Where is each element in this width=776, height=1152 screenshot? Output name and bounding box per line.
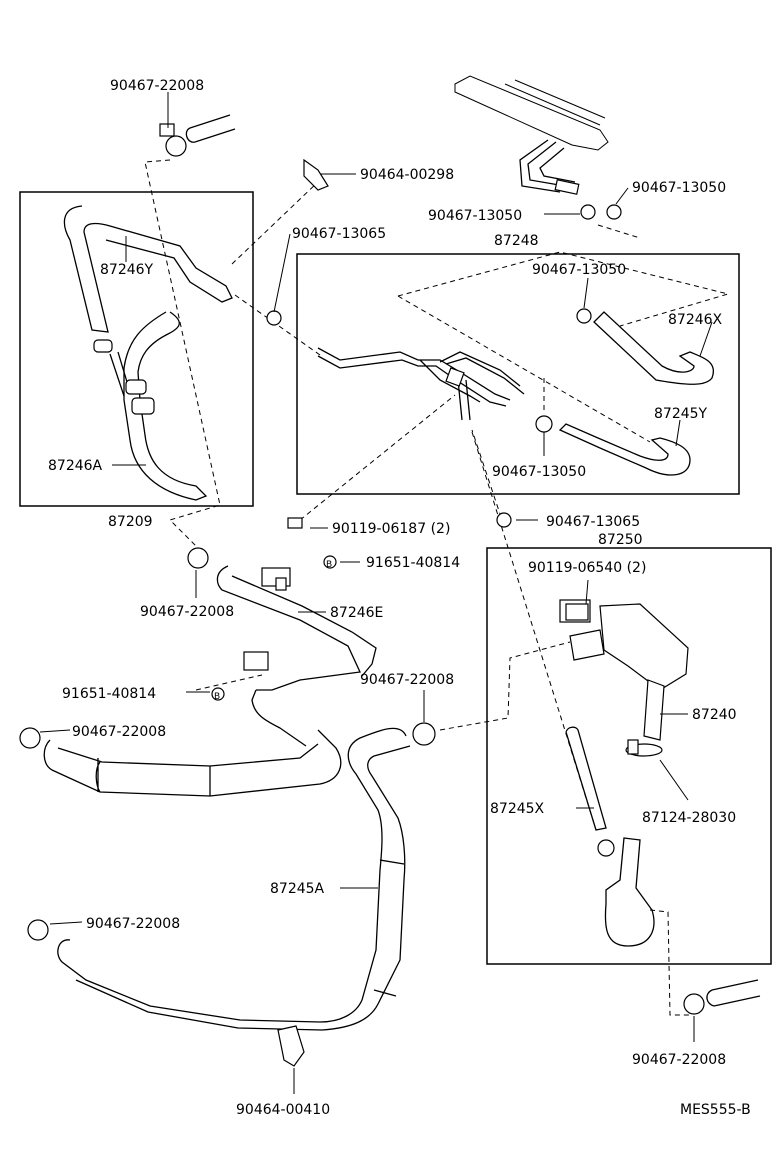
clamp-icon — [93, 339, 155, 415]
hose-sleeve-87245a — [373, 859, 405, 997]
pipe-stub-bottom-right — [706, 979, 761, 1007]
clamp-87124 — [625, 739, 663, 757]
label-hose-87246x: 87246X — [668, 312, 723, 328]
hose-87245a — [57, 727, 411, 1031]
label-clamp-bottom-left: 90467-22008 — [86, 916, 180, 932]
label-clamp-center: 90467-22008 — [360, 672, 454, 688]
hard-pipe-87248 — [317, 347, 525, 421]
label-clamp-hose-left: 90467-22008 — [72, 724, 166, 740]
label-clamp-bottom-right: 90467-22008 — [632, 1052, 726, 1068]
hose-87246y — [63, 205, 233, 333]
label-hose-87245a: 87245A — [270, 881, 325, 897]
leader-lines — [39, 92, 713, 1094]
group-box-87250 — [486, 547, 772, 965]
label-valve-87240: 87240 — [692, 707, 737, 723]
label-clamp-87124: 87124-28030 — [642, 810, 736, 826]
label-hose-87246e: 87246E — [330, 605, 383, 621]
label-grommet-lower: 91651-40814 — [62, 686, 156, 702]
label-group-87209: 87209 — [108, 514, 153, 530]
pipe-stub-top — [185, 114, 236, 143]
clip-bottom-icon — [277, 1025, 305, 1067]
pipe-fitting — [445, 367, 465, 387]
grommet-marker: B — [326, 560, 332, 570]
group-box-87248 — [296, 253, 740, 495]
hose-sleeve-left — [95, 758, 211, 796]
clamp-icon — [19, 123, 705, 1015]
label-clamp-upper-right: 90467-13050 — [632, 180, 726, 196]
label-clip-bottom: 90464-00410 — [236, 1102, 330, 1118]
label-clamp-top-left: 90467-22008 — [110, 78, 204, 94]
label-hose-87246a: 87246A — [48, 458, 103, 474]
label-clamp-left-mid: 90467-13065 — [292, 226, 386, 242]
hose-87246x — [593, 311, 715, 385]
label-bolt-90119-06540: 90119-06540 (2) — [528, 560, 646, 576]
hose-87246a — [123, 311, 208, 501]
label-clip-top: 90464-00298 — [360, 167, 454, 183]
label-group-87248: 87248 — [494, 233, 539, 249]
bracket-icon — [243, 567, 291, 671]
label-clamp-box-upper: 90467-13050 — [532, 262, 626, 278]
label-grommet-upper: 91651-40814 — [366, 555, 460, 571]
hose-87245x — [565, 726, 607, 831]
label-clamp-box-lower: 90467-13050 — [492, 464, 586, 480]
group-box-87209 — [19, 191, 254, 507]
label-clamp-lower-mid: 90467-13065 — [546, 514, 640, 530]
label-group-87250: 87250 — [598, 532, 643, 548]
bolt-icon — [287, 517, 589, 621]
label-hose-87245y: 87245Y — [654, 406, 708, 422]
grommet-icon — [211, 555, 337, 701]
hose-87245y — [558, 423, 691, 476]
label-hose-87246y: 87246Y — [100, 262, 154, 278]
label-clamp-upper-mid: 90467-13050 — [428, 208, 522, 224]
water-valve-87240 — [559, 599, 689, 741]
grommet-marker: B — [214, 692, 220, 702]
label-clamp-left-87209: 90467-22008 — [140, 604, 234, 620]
label-hose-87245x: 87245X — [490, 801, 545, 817]
diagram-code: MES555-B — [680, 1102, 751, 1118]
engine-pipe-assembly — [454, 75, 609, 195]
label-bolt-90119-06187: 90119-06187 (2) — [332, 521, 450, 537]
hose-87246e — [216, 565, 377, 747]
assembly-dashed-lines — [144, 159, 730, 1016]
hose-87250-lower — [604, 837, 655, 947]
